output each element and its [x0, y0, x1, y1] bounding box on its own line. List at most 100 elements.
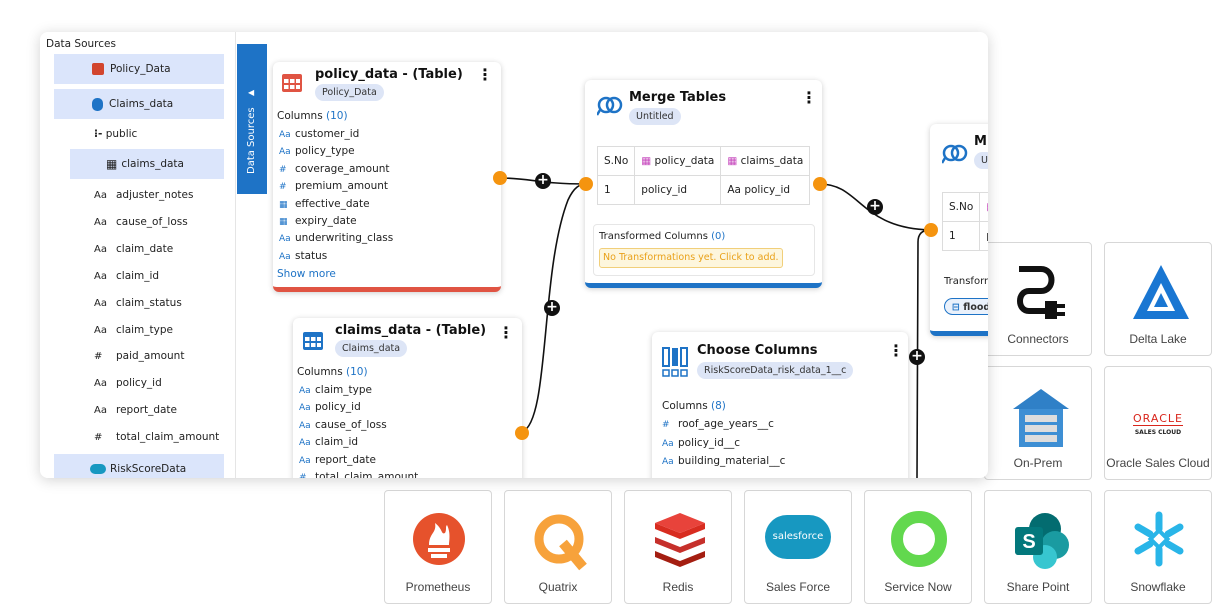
table-row[interactable]: 1p: [941, 221, 988, 251]
connector-tile-connectors[interactable]: Connectors: [984, 242, 1092, 356]
show-more-link[interactable]: Show more: [277, 268, 336, 280]
more-menu-icon[interactable]: ⋮: [498, 323, 514, 342]
cell-policy-key[interactable]: policy_id: [634, 175, 722, 205]
snowflake-icon: [1134, 511, 1184, 567]
merge-tables-card-partial[interactable]: M U S.No▦ 1p Transforr ⊟ flood: [930, 124, 988, 336]
column-type-icon: #: [662, 420, 670, 430]
sidebar-source-policy-data[interactable]: Policy_Data: [54, 54, 224, 84]
table-icon: ▦: [106, 157, 118, 171]
cell-claims-key[interactable]: Aa policy_id: [720, 175, 811, 205]
connector-label: Redis: [662, 580, 694, 594]
column-type-icon: Aa: [279, 234, 291, 245]
choose-columns-card[interactable]: Choose Columns RiskScoreData_risk_data_1…: [652, 332, 908, 478]
column-row[interactable]: #premium_amount: [279, 180, 388, 192]
connector-tile-on-prem[interactable]: On-Prem: [984, 366, 1092, 480]
output-port[interactable]: [515, 426, 529, 440]
sidebar-column-item[interactable]: # total_claim_amount: [94, 431, 219, 443]
connector-tile-prometheus[interactable]: Prometheus: [384, 490, 492, 604]
server-icon: [1013, 389, 1069, 447]
columns-label: Columns: [277, 110, 323, 122]
column-row[interactable]: #roof_age_years__c: [662, 418, 774, 430]
column-type-icon: #: [279, 182, 287, 193]
connector-tile-servicenow[interactable]: Service Now: [864, 490, 972, 604]
oracle-logo-text: ORACLE: [1133, 412, 1183, 426]
column-type-icon: #: [279, 164, 287, 175]
connector-tile-snowflake[interactable]: Snowflake: [1104, 490, 1212, 604]
column-type-icon: Aa: [94, 405, 107, 417]
more-menu-icon[interactable]: ⋮: [888, 341, 904, 360]
column-row[interactable]: ▦effective_date: [279, 198, 370, 210]
table-row[interactable]: 1 policy_id Aa policy_id: [596, 175, 811, 205]
connector-tile-oracle[interactable]: ORACLE SALES CLOUD Oracle Sales Cloud: [1104, 366, 1212, 480]
column-type-icon: #: [299, 473, 307, 478]
columns-count: (10): [346, 366, 368, 378]
sidebar-column-item[interactable]: #paid_amount: [94, 350, 184, 362]
transformed-section: Transformed Columns (0) No Transformatio…: [593, 224, 815, 276]
column-row[interactable]: #total_claim_amount: [299, 471, 418, 478]
output-port[interactable]: [813, 177, 827, 191]
column-row[interactable]: ▦expiry_date: [279, 215, 357, 227]
table-icon: [282, 74, 302, 92]
sidebar-schema-public[interactable]: ⁝- public: [94, 128, 137, 140]
more-menu-icon[interactable]: ⋮: [477, 65, 493, 84]
connector-tile-quatrix[interactable]: Quatrix: [504, 490, 612, 604]
column-name: claim_type: [116, 323, 173, 336]
input-port[interactable]: [579, 177, 593, 191]
add-transformation-hint[interactable]: No Transformations yet. Click to add.: [599, 248, 783, 268]
cell-key[interactable]: p: [979, 221, 988, 251]
transformed-chip[interactable]: ⊟ flood: [944, 298, 988, 315]
column-name: claim_date: [116, 242, 174, 255]
connector-tile-sharepoint[interactable]: S Share Point: [984, 490, 1092, 604]
columns-icon: [662, 347, 688, 377]
connector-tile-redis[interactable]: Redis: [624, 490, 732, 604]
columns-header: Columns (8): [662, 400, 726, 412]
column-name: total_claim_amount: [116, 431, 220, 444]
table-label: claims_data: [121, 158, 184, 170]
column-name: cause_of_loss: [116, 215, 188, 228]
policy-data-card[interactable]: policy_data - (Table) Policy_Data ⋮ Colu…: [273, 62, 501, 292]
column-name: claim_id: [315, 436, 359, 449]
data-sources-tab[interactable]: ◀ Data Sources: [237, 44, 267, 194]
claims-data-card[interactable]: claims_data - (Table) Claims_data ⋮ Colu…: [293, 318, 522, 478]
sidebar-source-claims-data[interactable]: Claims_data: [54, 89, 224, 119]
column-type-icon: #: [94, 432, 103, 444]
collapse-arrow-icon: ◀: [248, 88, 255, 97]
cell-sno: 1: [596, 175, 636, 205]
more-menu-icon[interactable]: ⋮: [801, 88, 817, 107]
column-row[interactable]: #coverage_amount: [279, 163, 390, 175]
add-node-button[interactable]: +: [867, 199, 883, 215]
svg-text:S: S: [1022, 531, 1035, 553]
transformed-header: Transformed Columns (0): [599, 231, 725, 242]
add-node-button[interactable]: +: [544, 300, 560, 316]
add-node-button[interactable]: +: [909, 349, 925, 365]
output-port[interactable]: [493, 171, 507, 185]
sidebar-table-claims-data[interactable]: ▦ claims_data: [70, 149, 224, 179]
merge-tables-card[interactable]: Merge Tables Untitled ⋮ S.No ▦ policy_da…: [585, 80, 822, 288]
add-node-button[interactable]: +: [535, 173, 551, 189]
sidebar-source-riskscoredata[interactable]: RiskScoreData: [54, 454, 224, 478]
oracle-icon: ORACLE SALES CLOUD: [1105, 407, 1211, 436]
connector-tile-salesforce[interactable]: salesforce Sales Force: [744, 490, 852, 604]
input-port[interactable]: [924, 223, 938, 237]
connector-label: Share Point: [1006, 580, 1070, 594]
connector-tile-delta-lake[interactable]: Delta Lake: [1104, 242, 1212, 356]
